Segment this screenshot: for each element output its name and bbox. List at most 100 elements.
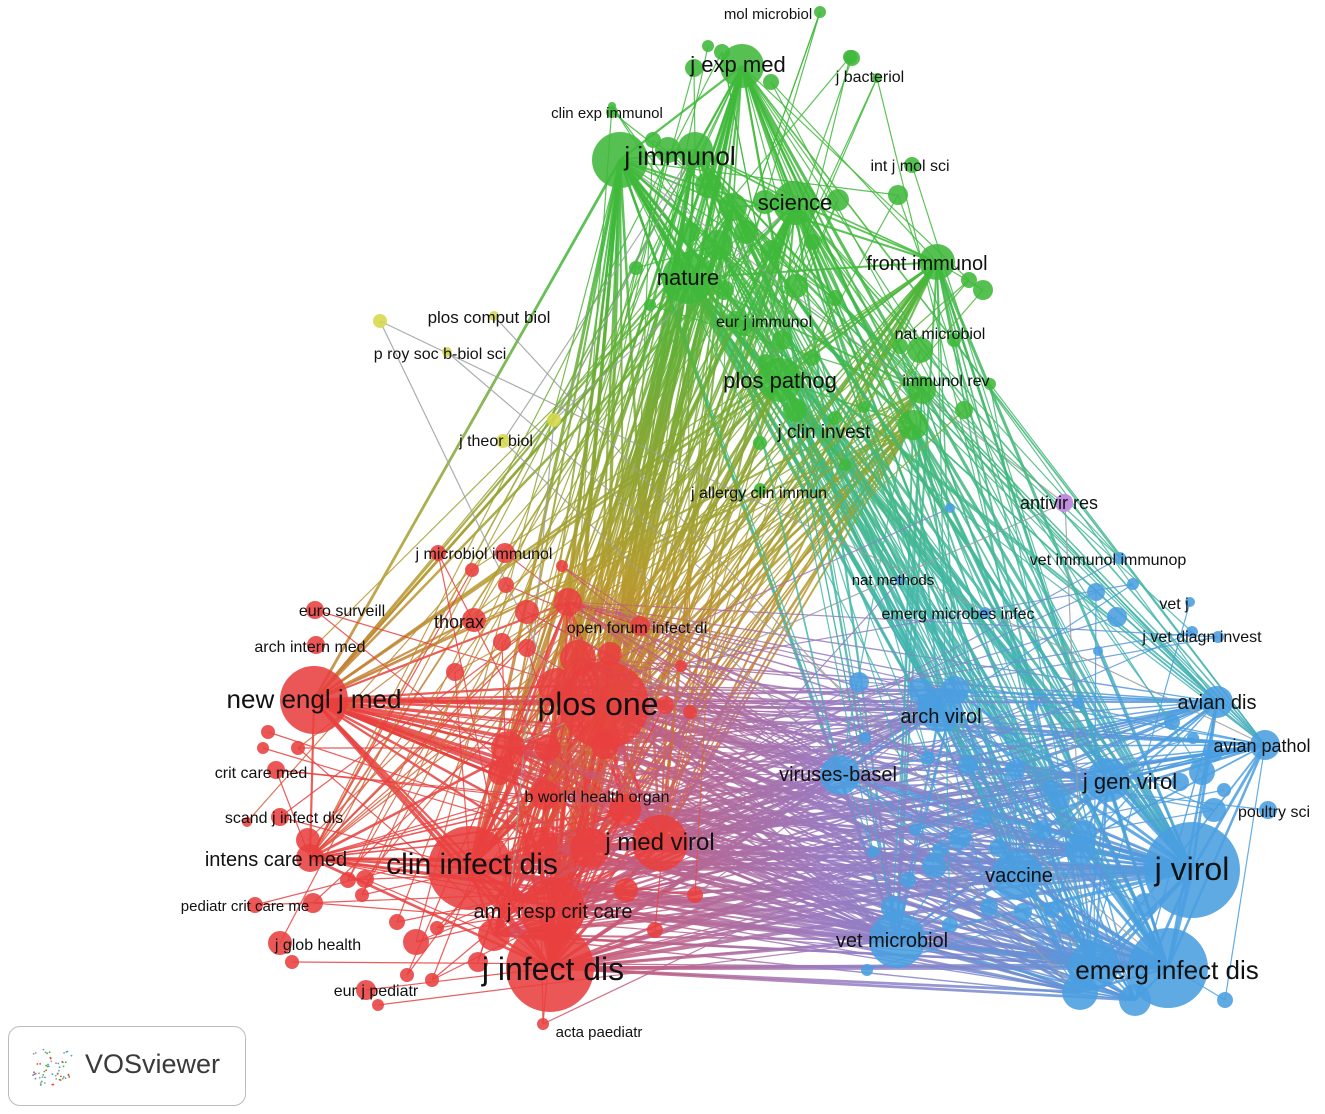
node-green[interactable] bbox=[754, 483, 766, 495]
label-intens-care-med[interactable]: intens care med bbox=[205, 849, 347, 871]
node-red[interactable] bbox=[632, 815, 688, 871]
node-green[interactable] bbox=[804, 234, 820, 250]
node-green[interactable] bbox=[592, 132, 648, 188]
node-red[interactable] bbox=[306, 601, 324, 619]
node-red[interactable] bbox=[296, 828, 320, 852]
node-red[interactable] bbox=[425, 973, 439, 987]
node-red[interactable] bbox=[247, 897, 263, 913]
node-blue[interactable] bbox=[1119, 984, 1151, 1016]
label-mol-microbiol[interactable]: mol microbiol bbox=[724, 6, 812, 23]
node-blue[interactable] bbox=[980, 898, 998, 916]
node-red[interactable] bbox=[356, 980, 376, 1000]
node-red[interactable] bbox=[493, 633, 511, 651]
node-green[interactable] bbox=[736, 320, 752, 336]
node-red[interactable] bbox=[291, 741, 305, 755]
label-crit-care-med[interactable]: crit care med bbox=[215, 765, 307, 782]
label-j-glob-health[interactable]: j glob health bbox=[274, 937, 361, 954]
label-j-vet-diagn-invest[interactable]: j vet diagn invest bbox=[1141, 629, 1262, 646]
label-vet-j[interactable]: vet j bbox=[1159, 596, 1188, 613]
node-green[interactable] bbox=[892, 338, 908, 354]
node-red[interactable] bbox=[609, 794, 641, 826]
label-scand-j-infect-dis[interactable]: scand j infect dis bbox=[225, 810, 343, 827]
node-blue[interactable] bbox=[1128, 928, 1208, 1008]
label-pediatr-crit-care-me[interactable]: pediatr crit care me bbox=[181, 898, 309, 915]
node-green[interactable] bbox=[758, 354, 774, 370]
label-arch-intern-med[interactable]: arch intern med bbox=[254, 639, 365, 656]
label-nature[interactable]: nature bbox=[657, 265, 719, 290]
node-green[interactable] bbox=[629, 261, 643, 275]
label-j-immunol[interactable]: j immunol bbox=[623, 141, 735, 171]
node-blue[interactable] bbox=[1032, 820, 1052, 840]
node-blue[interactable] bbox=[1073, 820, 1097, 844]
node-green[interactable] bbox=[888, 185, 908, 205]
node-blue[interactable] bbox=[1114, 552, 1126, 564]
node-red[interactable] bbox=[280, 666, 348, 734]
node-red[interactable] bbox=[491, 731, 525, 765]
node-green[interactable] bbox=[961, 272, 977, 288]
label-am-j-resp-crit-care[interactable]: am j resp crit care bbox=[474, 901, 633, 923]
node-yellow[interactable] bbox=[496, 434, 510, 448]
node-red[interactable] bbox=[560, 640, 596, 676]
label-eur-j-immunol[interactable]: eur j immunol bbox=[716, 314, 812, 331]
node-green[interactable] bbox=[955, 401, 973, 419]
node-blue[interactable] bbox=[922, 854, 946, 878]
node-red[interactable] bbox=[303, 893, 323, 913]
node-red[interactable] bbox=[522, 827, 558, 863]
node-blue[interactable] bbox=[1164, 714, 1180, 730]
label-nat-methods[interactable]: nat methods bbox=[852, 572, 935, 589]
node-red[interactable] bbox=[521, 878, 585, 942]
node-green[interactable] bbox=[828, 411, 842, 425]
label-plos-comput-biol[interactable]: plos comput biol bbox=[428, 308, 551, 327]
node-purple[interactable] bbox=[1057, 494, 1073, 510]
node-blue[interactable] bbox=[1005, 760, 1025, 780]
node-blue[interactable] bbox=[867, 846, 879, 858]
node-red[interactable] bbox=[478, 919, 510, 951]
node-blue[interactable] bbox=[1202, 798, 1226, 822]
node-green[interactable] bbox=[662, 252, 714, 304]
node-blue[interactable] bbox=[1014, 903, 1032, 921]
label-vaccine[interactable]: vaccine bbox=[985, 865, 1053, 887]
node-red[interactable] bbox=[428, 826, 512, 910]
node-blue[interactable] bbox=[1189, 759, 1215, 785]
node-blue[interactable] bbox=[1259, 801, 1277, 819]
label-front-immunol[interactable]: front immunol bbox=[866, 253, 987, 275]
node-red[interactable] bbox=[446, 663, 464, 681]
node-blue[interactable] bbox=[849, 672, 869, 692]
node-green[interactable] bbox=[907, 337, 933, 363]
node-red[interactable] bbox=[340, 872, 356, 888]
node-blue[interactable] bbox=[908, 678, 932, 702]
node-red[interactable] bbox=[430, 921, 444, 935]
node-green[interactable] bbox=[761, 240, 781, 260]
node-blue[interactable] bbox=[1185, 597, 1195, 607]
node-blue[interactable] bbox=[958, 755, 978, 775]
node-green[interactable] bbox=[804, 350, 820, 366]
label-b-world-health-organ[interactable]: b world health organ bbox=[525, 789, 670, 806]
node-green[interactable] bbox=[973, 280, 993, 300]
label-viruses-basel[interactable]: viruses-basel bbox=[779, 764, 897, 786]
label-j-virol[interactable]: j virol bbox=[1154, 851, 1230, 887]
label-acta-paediatr[interactable]: acta paediatr bbox=[556, 1024, 643, 1041]
node-blue[interactable] bbox=[1050, 790, 1070, 810]
node-green[interactable] bbox=[772, 330, 792, 350]
node-blue[interactable] bbox=[895, 575, 905, 585]
node-red[interactable] bbox=[506, 924, 594, 1012]
node-green[interactable] bbox=[839, 459, 851, 471]
node-green[interactable] bbox=[644, 299, 656, 311]
node-red[interactable] bbox=[296, 844, 324, 872]
label-avian-pathol[interactable]: avian pathol bbox=[1213, 736, 1310, 756]
node-blue[interactable] bbox=[989, 839, 1007, 857]
label-emerg-infect-dis[interactable]: emerg infect dis bbox=[1075, 955, 1259, 985]
node-red[interactable] bbox=[285, 955, 299, 969]
node-red[interactable] bbox=[535, 735, 561, 761]
node-red[interactable] bbox=[647, 922, 663, 938]
node-blue[interactable] bbox=[869, 912, 925, 968]
label-plos-pathog[interactable]: plos pathog bbox=[723, 368, 837, 393]
label-j-gen-virol[interactable]: j gen virol bbox=[1082, 769, 1177, 794]
node-yellow[interactable] bbox=[547, 413, 561, 427]
node-green[interactable] bbox=[898, 410, 928, 440]
node-green[interactable] bbox=[984, 378, 996, 390]
label-j-allergy-clin-immun[interactable]: j allergy clin immun bbox=[690, 485, 827, 502]
node-red[interactable] bbox=[465, 563, 479, 577]
label-nat-microbiol[interactable]: nat microbiol bbox=[895, 326, 986, 343]
node-red[interactable] bbox=[430, 545, 446, 561]
